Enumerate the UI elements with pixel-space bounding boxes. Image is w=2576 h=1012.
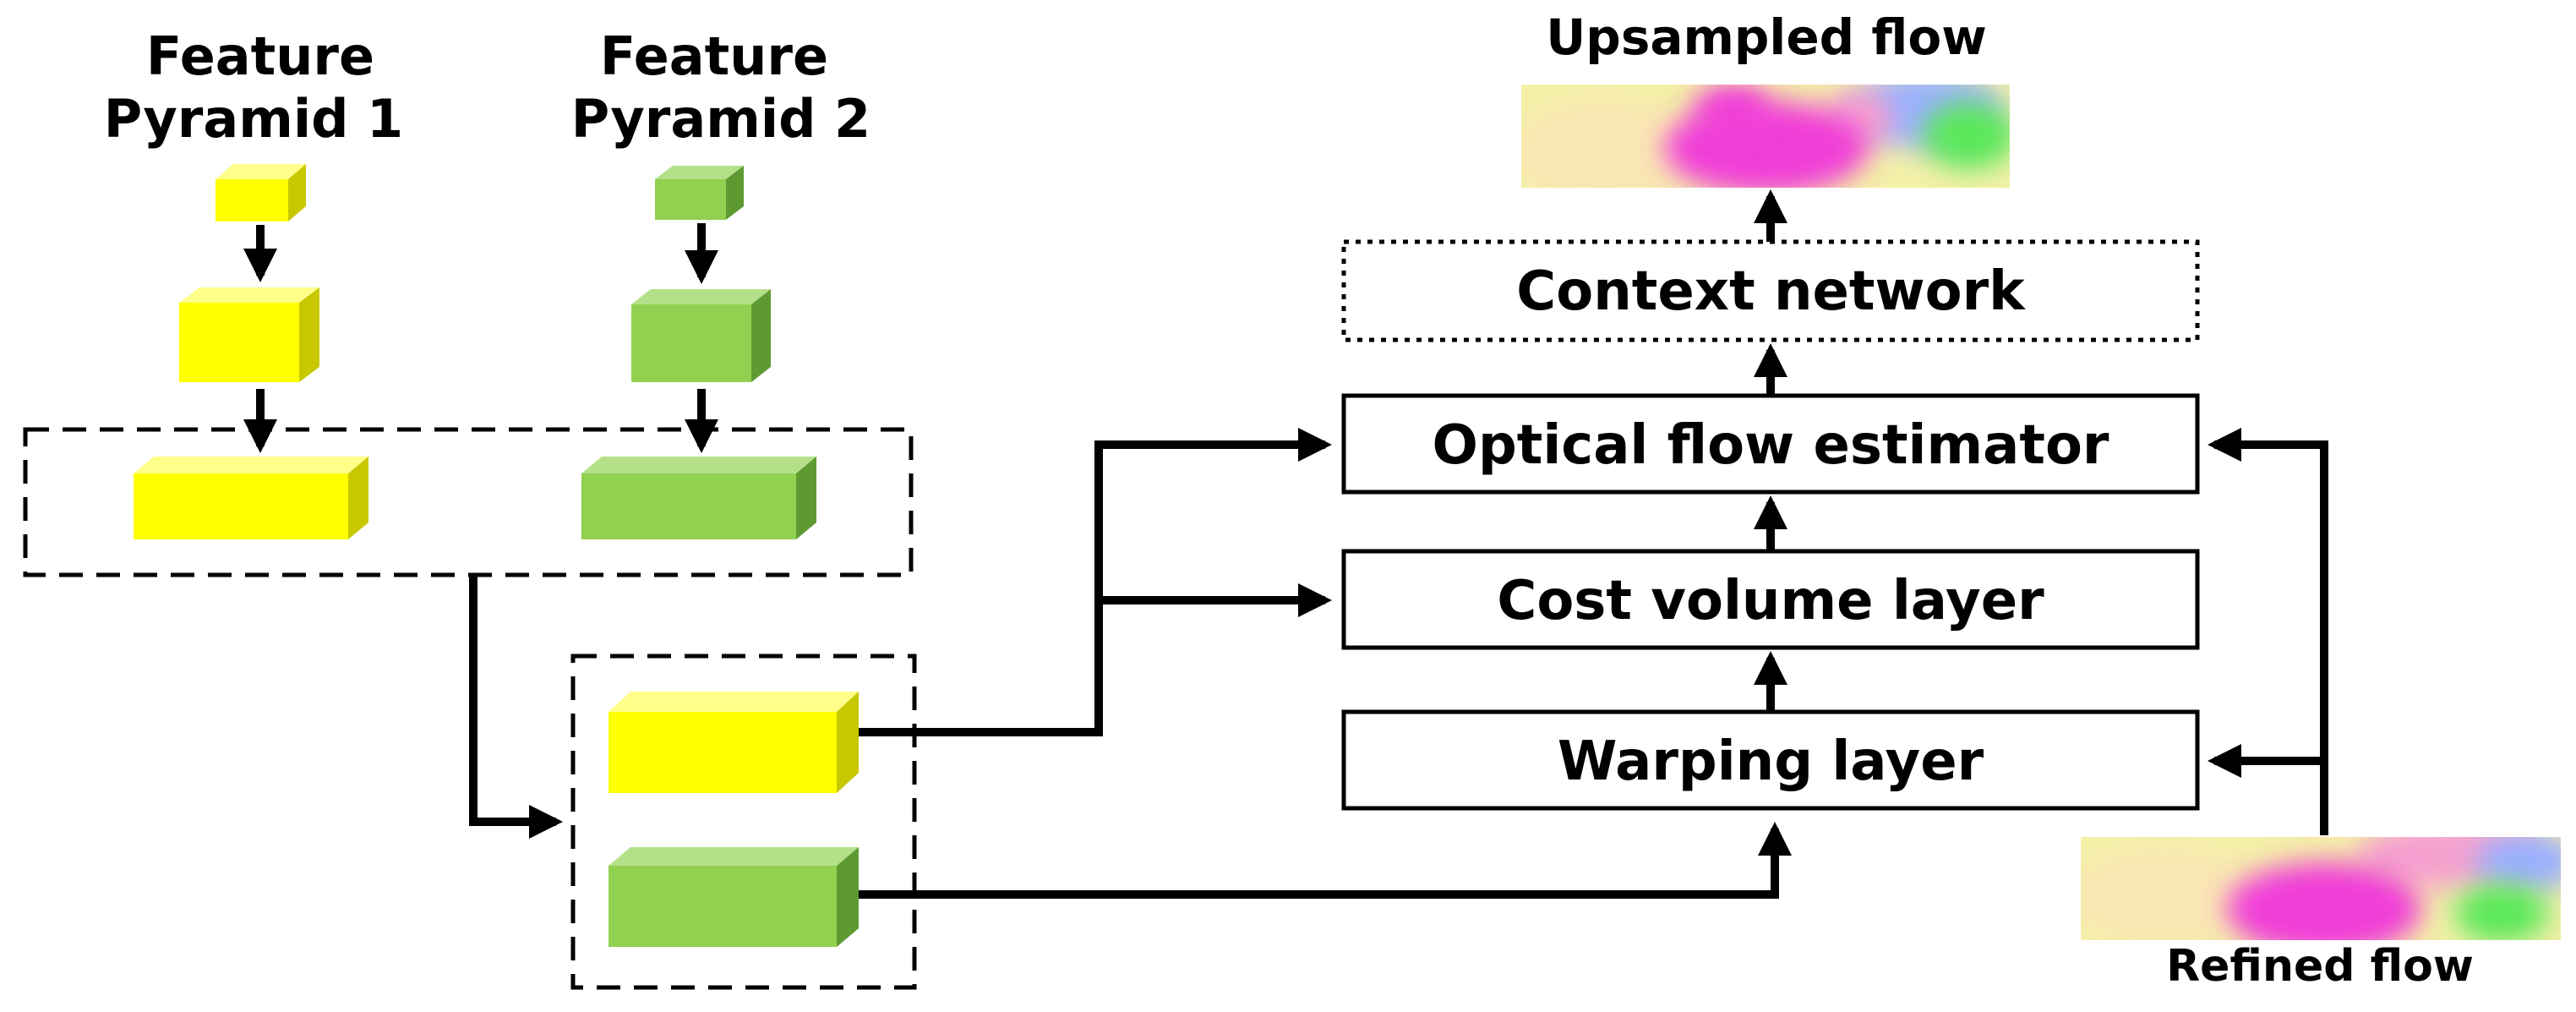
optical-flow-estimator-box: Optical flow estimator <box>1341 393 2200 495</box>
selected-feature-pyramid1 <box>609 692 859 793</box>
refined-flow-to-estimator-arrow <box>2208 428 2328 835</box>
cost-volume-layer-label: Cost volume layer <box>1497 570 2044 632</box>
pyramid1-level-large <box>134 457 368 539</box>
optical-flow-estimator-label: Optical flow estimator <box>1433 414 2109 477</box>
pyramid1-title-line2: Pyramid 1 <box>104 88 403 150</box>
upsampled-flow-label: Upsampled flow <box>1546 8 1987 66</box>
context-network-box: Context network <box>1341 239 2200 342</box>
refined-flow-image <box>2081 837 2561 940</box>
pyramid1-level-medium <box>179 287 319 382</box>
green-to-warping-arrow <box>859 822 1792 899</box>
frame-to-selection-arrow <box>469 577 563 839</box>
pyramid2-level-medium <box>631 289 771 382</box>
cost-volume-layer-box: Cost volume layer <box>1341 549 2200 650</box>
pyramid2-title-line2: Pyramid 2 <box>571 88 870 150</box>
refined-flow-label: Refined flow <box>2166 941 2474 992</box>
selected-feature-pyramid2 <box>609 847 859 947</box>
pyramid2-level-small <box>655 166 744 220</box>
warping-layer-box: Warping layer <box>1341 709 2200 811</box>
yellow-to-estimator-arrow <box>859 428 1332 736</box>
context-network-label: Context network <box>1516 260 2026 323</box>
pyramid1-level-small <box>216 164 306 222</box>
upsampled-flow-image <box>1521 85 2010 188</box>
pyramid1-title-line1: Feature <box>146 25 374 87</box>
selected-features-dashed-frame <box>570 654 917 990</box>
pyramid2-level-large <box>581 457 816 539</box>
warping-layer-label: Warping layer <box>1558 730 1984 793</box>
current-level-dashed-frame <box>23 427 914 577</box>
pyramid2-title-line1: Feature <box>600 25 828 87</box>
